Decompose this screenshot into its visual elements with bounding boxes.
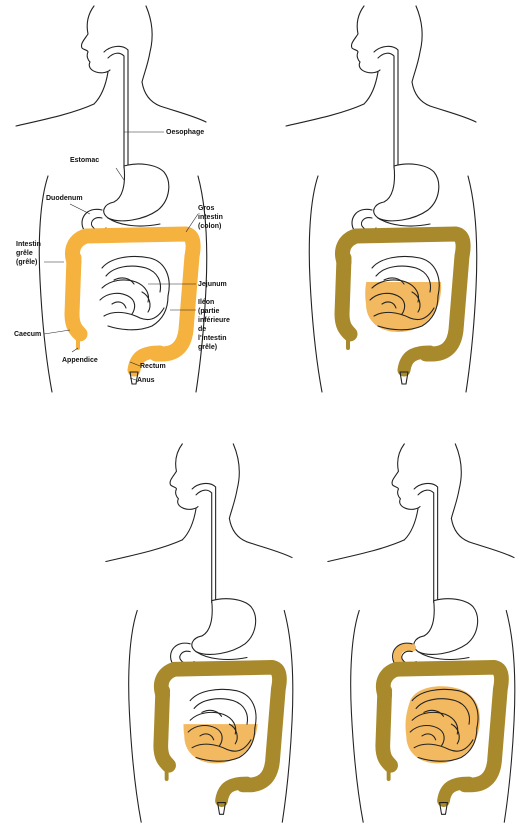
large-intestine: [383, 691, 391, 765]
large-intestine: [342, 258, 350, 334]
label-ileon-5: l'intestin: [198, 335, 227, 342]
label-ileon-3: inférieure: [198, 317, 230, 324]
label-ileon-2: (partie: [198, 308, 220, 315]
label-gros-intestin-3: (colon): [198, 223, 221, 230]
torso-digestive-tract: [286, 6, 477, 392]
label-ileon-1: Iléon: [198, 299, 214, 306]
label-duodenum: Duodenum: [46, 195, 83, 202]
torso-digestive-tract: [328, 444, 515, 822]
label-ileon-4: de: [198, 326, 206, 333]
label-rectum: Rectum: [140, 363, 166, 370]
label-intestin-grele-1: Intestin: [16, 241, 41, 248]
torso-digestive-tract: [106, 444, 293, 822]
large-intestine: [73, 234, 194, 354]
panel-colon-highlight-3: [106, 444, 293, 822]
label-estomac: Estomac: [70, 157, 99, 164]
label-anus: Anus: [137, 377, 155, 384]
label-gros-intestin-2: intestin: [198, 214, 223, 221]
panel-colon-highlight-4: [328, 444, 515, 822]
label-appendice: Appendice: [62, 357, 98, 364]
label-gros-intestin-1: Gros: [198, 205, 214, 212]
label-oesophage: Oesophage: [166, 129, 204, 136]
large-intestine: [161, 691, 169, 765]
label-intestin-grele-2: grêle: [16, 250, 33, 257]
large-intestine: [72, 258, 80, 334]
label-jejunum: Jejunum: [198, 281, 227, 288]
label-caecum: Caecum: [14, 331, 41, 338]
panel-colon-highlight-2: [286, 6, 477, 392]
label-intestin-grele-3: (grêle): [16, 259, 37, 266]
label-ileon-6: grêle): [198, 344, 217, 351]
